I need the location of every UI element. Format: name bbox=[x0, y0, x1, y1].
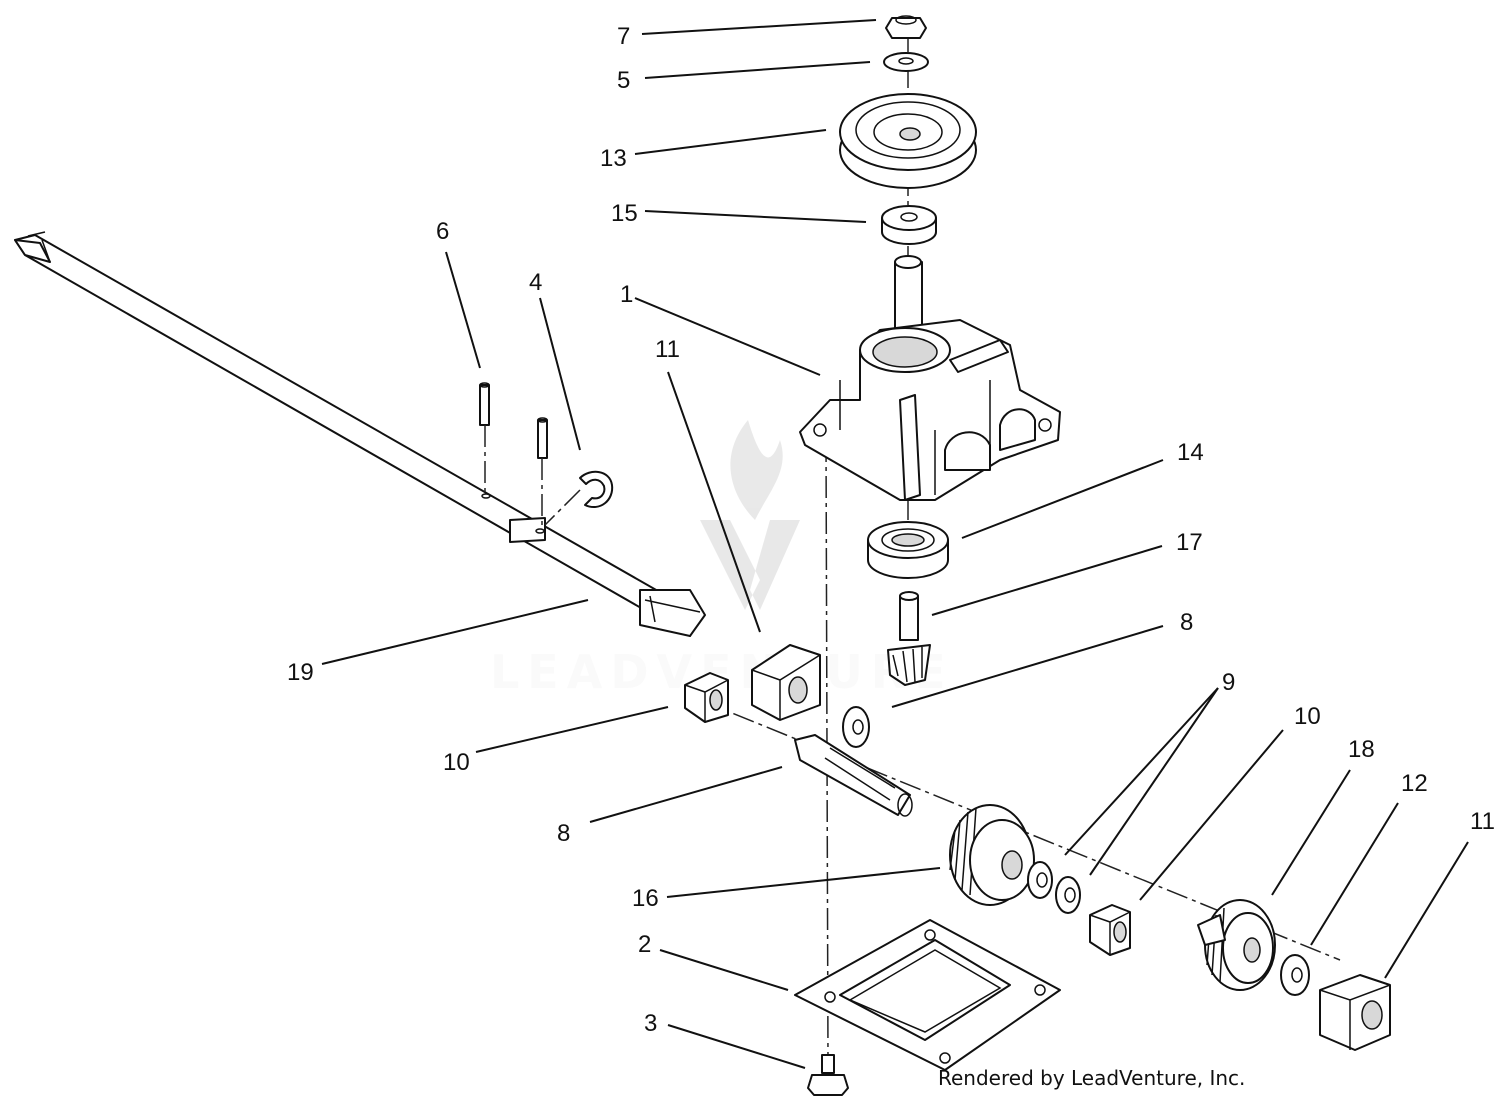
part-19-axle-shaft[interactable] bbox=[14, 231, 706, 637]
callout-8-upper: 8 bbox=[1180, 609, 1193, 636]
callout-labels: 7 5 13 15 6 4 1 11 14 17 8 19 9 10 18 10… bbox=[287, 23, 1495, 1037]
callout-18: 18 bbox=[1348, 736, 1375, 763]
part-11-bearing-housing-right[interactable] bbox=[1319, 974, 1391, 1051]
callout-16: 16 bbox=[632, 885, 659, 912]
part-12-shaft[interactable] bbox=[794, 734, 913, 817]
callout-10-right: 10 bbox=[1294, 703, 1321, 730]
part-18-gear[interactable] bbox=[1197, 899, 1276, 991]
callout-9: 9 bbox=[1222, 669, 1235, 696]
callout-15: 15 bbox=[611, 200, 638, 227]
part-7-nut[interactable] bbox=[885, 15, 927, 39]
part-10-bushing-right[interactable] bbox=[1089, 904, 1131, 956]
callout-10-left: 10 bbox=[443, 749, 470, 776]
callout-1: 1 bbox=[620, 281, 633, 308]
callout-12: 8 bbox=[557, 820, 570, 847]
part-11-bearing-housing-left[interactable] bbox=[751, 644, 821, 721]
leader-lines bbox=[321, 19, 1469, 1069]
part-13-pulley[interactable] bbox=[839, 93, 977, 189]
part-17-pinion-shaft[interactable] bbox=[887, 591, 931, 686]
callout-14: 14 bbox=[1177, 439, 1204, 466]
part-4-clip[interactable] bbox=[544, 470, 614, 526]
housing-bolt-axis bbox=[825, 439, 829, 1061]
part-15-spacer[interactable] bbox=[881, 205, 937, 245]
part-10-bushing-left[interactable] bbox=[684, 672, 729, 723]
callout-19: 19 bbox=[287, 659, 314, 686]
callout-4: 4 bbox=[529, 269, 542, 296]
part-16-gear[interactable] bbox=[949, 804, 1035, 906]
callout-11-right: 11 bbox=[1470, 808, 1495, 835]
part-6-roll-pin[interactable] bbox=[479, 382, 490, 496]
callout-13: 13 bbox=[600, 145, 627, 172]
part-14-bearing[interactable] bbox=[867, 521, 949, 579]
callout-2: 2 bbox=[638, 931, 651, 958]
part-8-washer-lower[interactable] bbox=[1280, 954, 1310, 996]
callout-6: 6 bbox=[436, 218, 449, 245]
part-8-washer-upper[interactable] bbox=[842, 706, 870, 748]
callout-11-left: 11 bbox=[655, 336, 680, 363]
part-1-gear-housing[interactable] bbox=[799, 255, 1061, 501]
part-pin-second[interactable] bbox=[537, 417, 548, 530]
part-3-bolt[interactable] bbox=[807, 1054, 849, 1096]
callout-7: 7 bbox=[617, 23, 630, 50]
render-credit: Rendered by LeadVenture, Inc. bbox=[938, 1066, 1246, 1090]
callout-17: 17 bbox=[1176, 529, 1203, 556]
part-5-washer[interactable] bbox=[883, 52, 929, 72]
callout-8-lower: 12 bbox=[1401, 770, 1428, 797]
part-9-washers[interactable] bbox=[1027, 861, 1081, 914]
callout-5: 5 bbox=[617, 67, 630, 94]
callout-3: 3 bbox=[644, 1010, 657, 1037]
part-2-cover-plate[interactable] bbox=[794, 919, 1061, 1071]
